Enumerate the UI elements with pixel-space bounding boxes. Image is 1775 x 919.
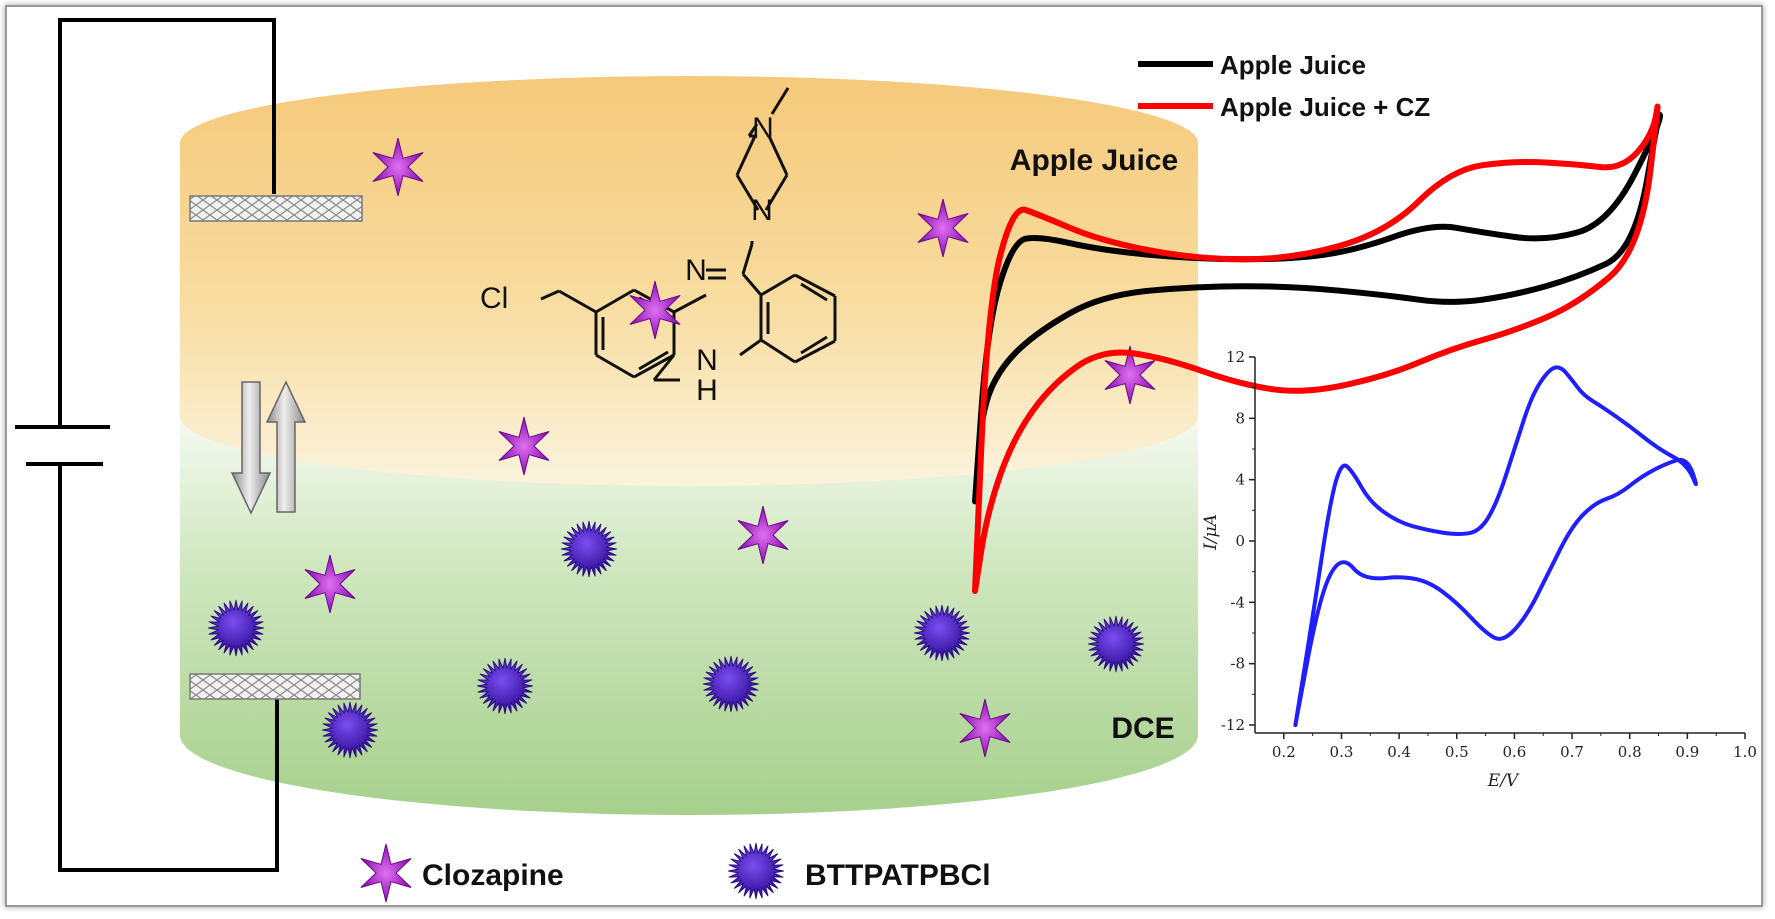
electrode-top (189, 195, 363, 222)
clozapine-molecule-icon (917, 198, 969, 258)
double-arrow-up-down-icon (230, 380, 307, 515)
inset-y-tick-label: -8 (1230, 655, 1245, 673)
inset-x-tick-label: 0.2 (1272, 743, 1296, 761)
phase-cylinder (180, 76, 1198, 815)
inset-y-tick-label: -12 (1221, 716, 1245, 734)
legend-btt-label: BTTPATPBCl (805, 859, 991, 892)
clozapine-molecule-icon (498, 416, 550, 476)
legend-label-apple-juice-cz: Apple Juice + CZ (1220, 92, 1430, 122)
main-cv-chart: Apple Juice Apple Juice + CZ (972, 50, 1663, 594)
molecules (207, 137, 1156, 759)
inset-x-tick-label: 0.4 (1387, 743, 1411, 761)
atom-cl: Cl (480, 282, 508, 315)
inset-x-tick-label: 0.6 (1502, 743, 1526, 761)
btt-molecule-icon (560, 520, 618, 578)
btt-molecule-icon (913, 604, 971, 662)
inset-x-tick-label: 0.9 (1675, 743, 1699, 761)
atom-n-ring: N (685, 254, 707, 287)
inset-x-tick-label: 0.7 (1560, 743, 1584, 761)
lower-phase-label: DCE (1111, 712, 1174, 745)
cv-series-apple-juice-cz (972, 103, 1661, 594)
clozapine-molecule-icon (304, 554, 356, 614)
atom-nh-n: N (696, 344, 718, 377)
inset-y-tick-label: 12 (1226, 348, 1245, 366)
inset-y-tick-label: -4 (1230, 593, 1245, 611)
legend-clozapine-label: Clozapine (422, 859, 564, 892)
clozapine-molecule-icon (372, 137, 424, 197)
circuit-wire-bottom (58, 464, 279, 872)
inset-y-axis-label: I/μA (1201, 514, 1221, 551)
btt-molecule-icon (207, 599, 265, 657)
legend-btt-icon (727, 842, 785, 900)
btt-molecule-icon (321, 701, 379, 759)
clozapine-molecule-icon (1104, 345, 1156, 405)
inset-x-tick-label: 1.0 (1733, 743, 1757, 761)
btt-legend-ball-icon (727, 842, 785, 900)
circuit (15, 18, 279, 872)
atom-n-mid: N (751, 194, 773, 227)
inset-x-axis-label: E/V (1487, 771, 1520, 791)
upper-phase-label: Apple Juice (1010, 144, 1178, 177)
inset-x-tick-label: 0.5 (1445, 743, 1469, 761)
clozapine-molecule-icon (629, 280, 681, 340)
circuit-wire-top (58, 18, 276, 425)
btt-molecule-icon (702, 655, 760, 713)
inset-y-tick-label: 4 (1235, 471, 1245, 489)
inset-y-tick-label: 0 (1235, 532, 1245, 550)
clozapine-molecule-icon (959, 698, 1011, 758)
inset-y-tick-label: 8 (1235, 409, 1245, 427)
clozapine-molecule-icon (737, 505, 789, 565)
lower-phase-body (180, 415, 1198, 815)
atom-n-top: N (752, 112, 774, 145)
inset-x-tick-label: 0.3 (1330, 743, 1354, 761)
inset-x-tick-label: 0.8 (1618, 743, 1642, 761)
inset-cv-chart: E/V I/μA 0.2 0.3 0.4 0.5 0.6 0.7 0.8 0.9 1.0 12 8 4… (1201, 348, 1757, 791)
upper-phase-body (180, 76, 1198, 486)
bottom-legend: Clozapine BTTPATPBCl (360, 842, 991, 903)
btt-molecule-icon (476, 657, 534, 715)
btt-molecule-icon (1087, 615, 1145, 673)
legend-label-apple-juice: Apple Juice (1220, 50, 1366, 80)
atom-nh-h: H (696, 374, 718, 407)
clozapine-legend-star-icon (360, 843, 412, 903)
legend-clozapine-icon (360, 843, 412, 903)
inset-cv-series (1293, 365, 1698, 727)
electrode-bottom (189, 673, 361, 700)
